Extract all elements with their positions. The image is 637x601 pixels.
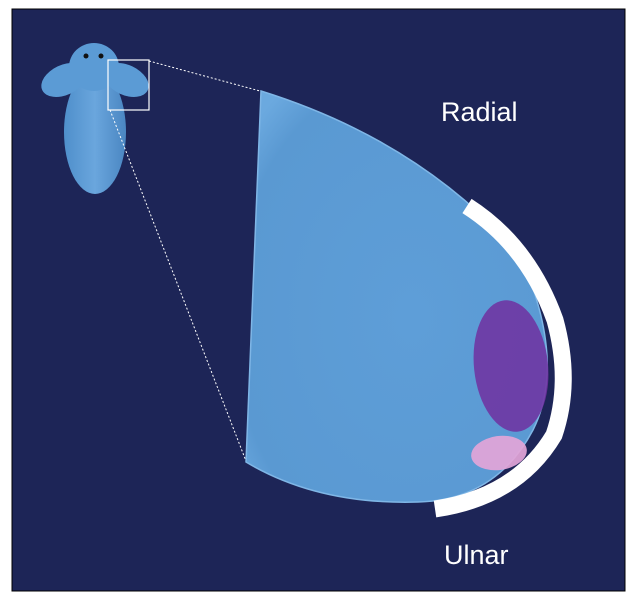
figure-right-eye	[99, 54, 104, 59]
figure-left-eye	[84, 54, 89, 59]
label-radial: Radial	[441, 97, 518, 127]
label-ulnar: Ulnar	[444, 540, 509, 570]
figure-head	[69, 43, 119, 91]
